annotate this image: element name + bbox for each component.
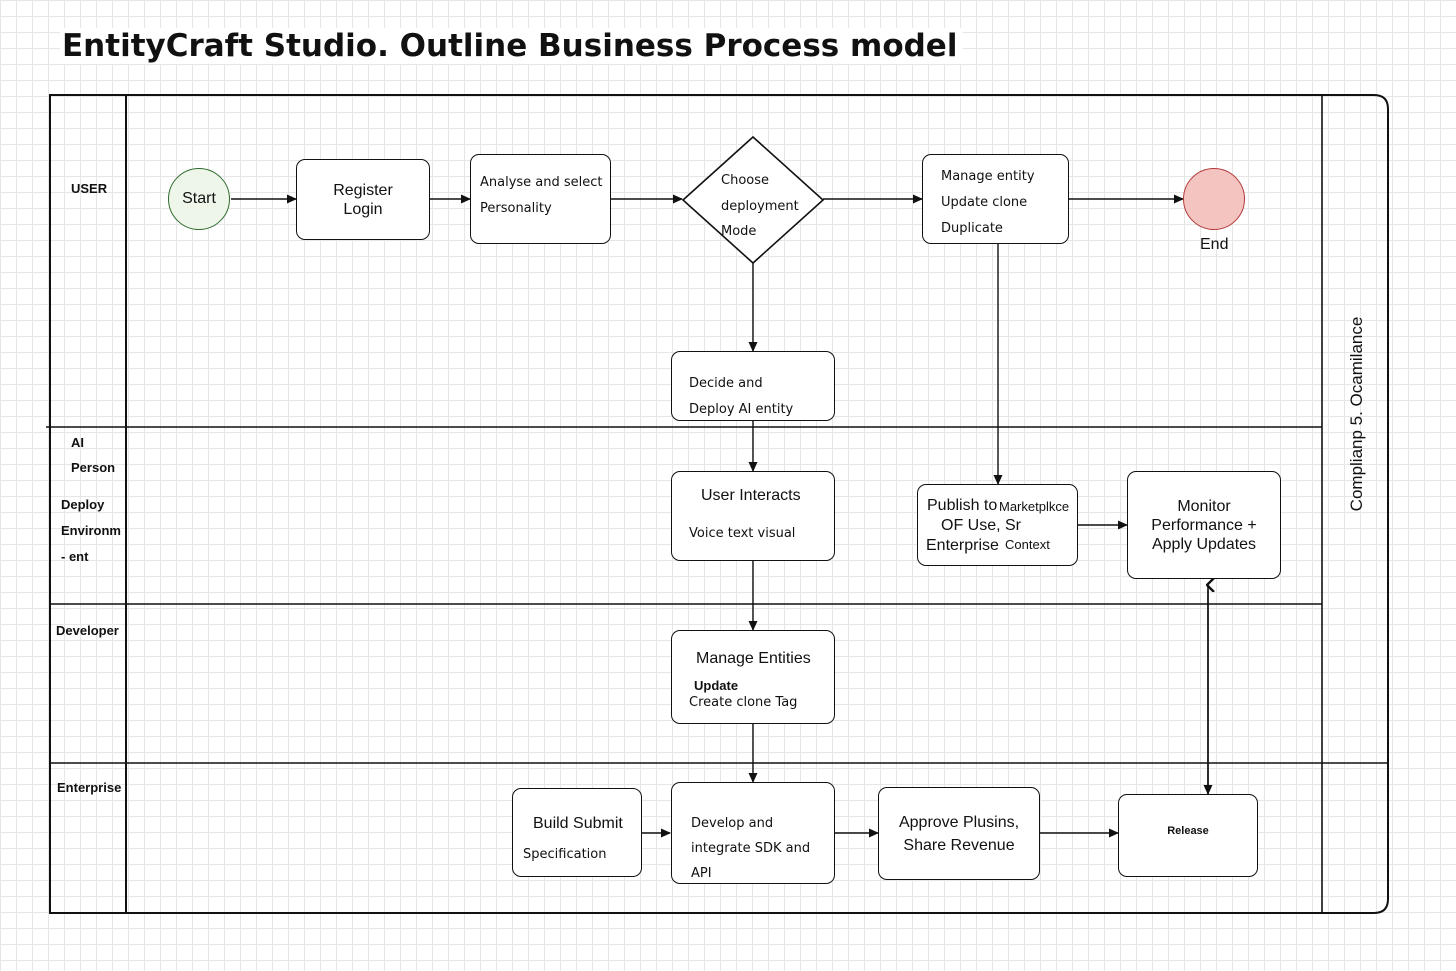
decide-deploy-task[interactable]: Decide and Deploy AI entity: [671, 351, 835, 421]
lane-label-line: Environm: [61, 523, 121, 538]
task-text: Specification: [523, 847, 607, 862]
task-text: Release: [1167, 824, 1209, 837]
task-text: Develop and: [691, 816, 774, 831]
task-text: API: [691, 866, 712, 881]
lane-label-ai: AI Person Deploy Environm - ent: [61, 430, 121, 570]
task-text: Manage entity: [941, 169, 1035, 184]
task-text: Build Submit: [533, 815, 623, 832]
start-event[interactable]: Start: [168, 168, 230, 230]
lane-label-enterprise: Enterprise: [57, 775, 121, 801]
task-text: Choose: [721, 173, 769, 188]
develop-sdk-task[interactable]: Develop and integrate SDK and API: [671, 782, 835, 884]
diagram-title: EntityCraft Studio. Outline Business Pro…: [60, 28, 964, 64]
task-text: Manage Entities: [696, 650, 811, 667]
lane-label-user: USER: [71, 176, 107, 202]
task-text: Monitor: [1177, 497, 1231, 515]
task-text: Approve Plusins,: [898, 813, 1020, 831]
task-text: Decide and: [689, 376, 763, 391]
task-text: User Interacts: [701, 487, 801, 504]
register-login-task[interactable]: Register Login: [296, 159, 430, 240]
lane-label-line: - ent: [61, 549, 89, 564]
task-text: Login: [343, 200, 383, 218]
task-text: Update: [694, 678, 739, 693]
end-label: End: [1200, 236, 1229, 253]
task-text: Register: [333, 181, 393, 199]
manage-entities-task[interactable]: Manage Entities Update Create clone Tag: [671, 630, 835, 724]
task-text: OF Use, Sr: [941, 517, 1022, 534]
manage-entity-task[interactable]: Manage entity Update clone Duplicate: [922, 154, 1069, 244]
lane-label-line: Enterprise: [57, 780, 122, 795]
build-specification-task[interactable]: Build Submit Specification: [512, 788, 642, 877]
release-task[interactable]: Release: [1118, 794, 1258, 877]
task-text: Personality: [480, 201, 552, 216]
task-text: Share Revenue: [903, 836, 1015, 854]
lane-label-line: USER: [71, 181, 108, 196]
approve-plugins-task[interactable]: Approve Plusins, Share Revenue: [878, 787, 1040, 880]
task-text: Marketplkce: [999, 499, 1070, 514]
task-text: Performance +: [1151, 516, 1257, 534]
task-text: Voice text visual: [689, 526, 796, 541]
start-label: Start: [182, 190, 216, 207]
task-text: Deploy AI entity: [689, 402, 794, 417]
monitor-performance-task[interactable]: Monitor Performance + Apply Updates: [1127, 471, 1281, 579]
pool-frame: [49, 94, 1389, 914]
task-text: Apply Updates: [1151, 535, 1257, 553]
lane-label-line: AI: [71, 435, 84, 450]
task-text: Context: [1005, 537, 1050, 552]
lane-label-line: Developer: [56, 623, 119, 638]
choose-deployment-text: Choose deployment Mode: [721, 168, 799, 245]
task-text: Update clone: [941, 195, 1028, 210]
compliance-lane-label: Complianp 5. Ocamilance: [1347, 316, 1366, 512]
task-text: Duplicate: [941, 221, 1003, 236]
task-text: Create clone Tag: [689, 695, 798, 710]
task-text: Publish to: [927, 497, 998, 514]
task-text: Enterprise: [926, 537, 999, 554]
task-text: Mode: [721, 224, 757, 239]
analyse-personality-task[interactable]: Analyse and select Personality: [470, 154, 611, 244]
end-event[interactable]: [1183, 168, 1245, 230]
lane-label-line: Person: [71, 460, 116, 475]
publish-marketplace-task[interactable]: Publish to Marketplkce OF Use, Sr Enterp…: [917, 484, 1078, 566]
task-text: Analyse and select: [480, 175, 603, 190]
task-text: integrate SDK and: [691, 841, 811, 856]
lane-label-developer: Developer: [56, 618, 119, 644]
user-interacts-task[interactable]: User Interacts Voice text visual: [671, 471, 835, 561]
lane-label-line: Deploy: [61, 497, 105, 512]
task-text: deployment: [721, 198, 799, 214]
